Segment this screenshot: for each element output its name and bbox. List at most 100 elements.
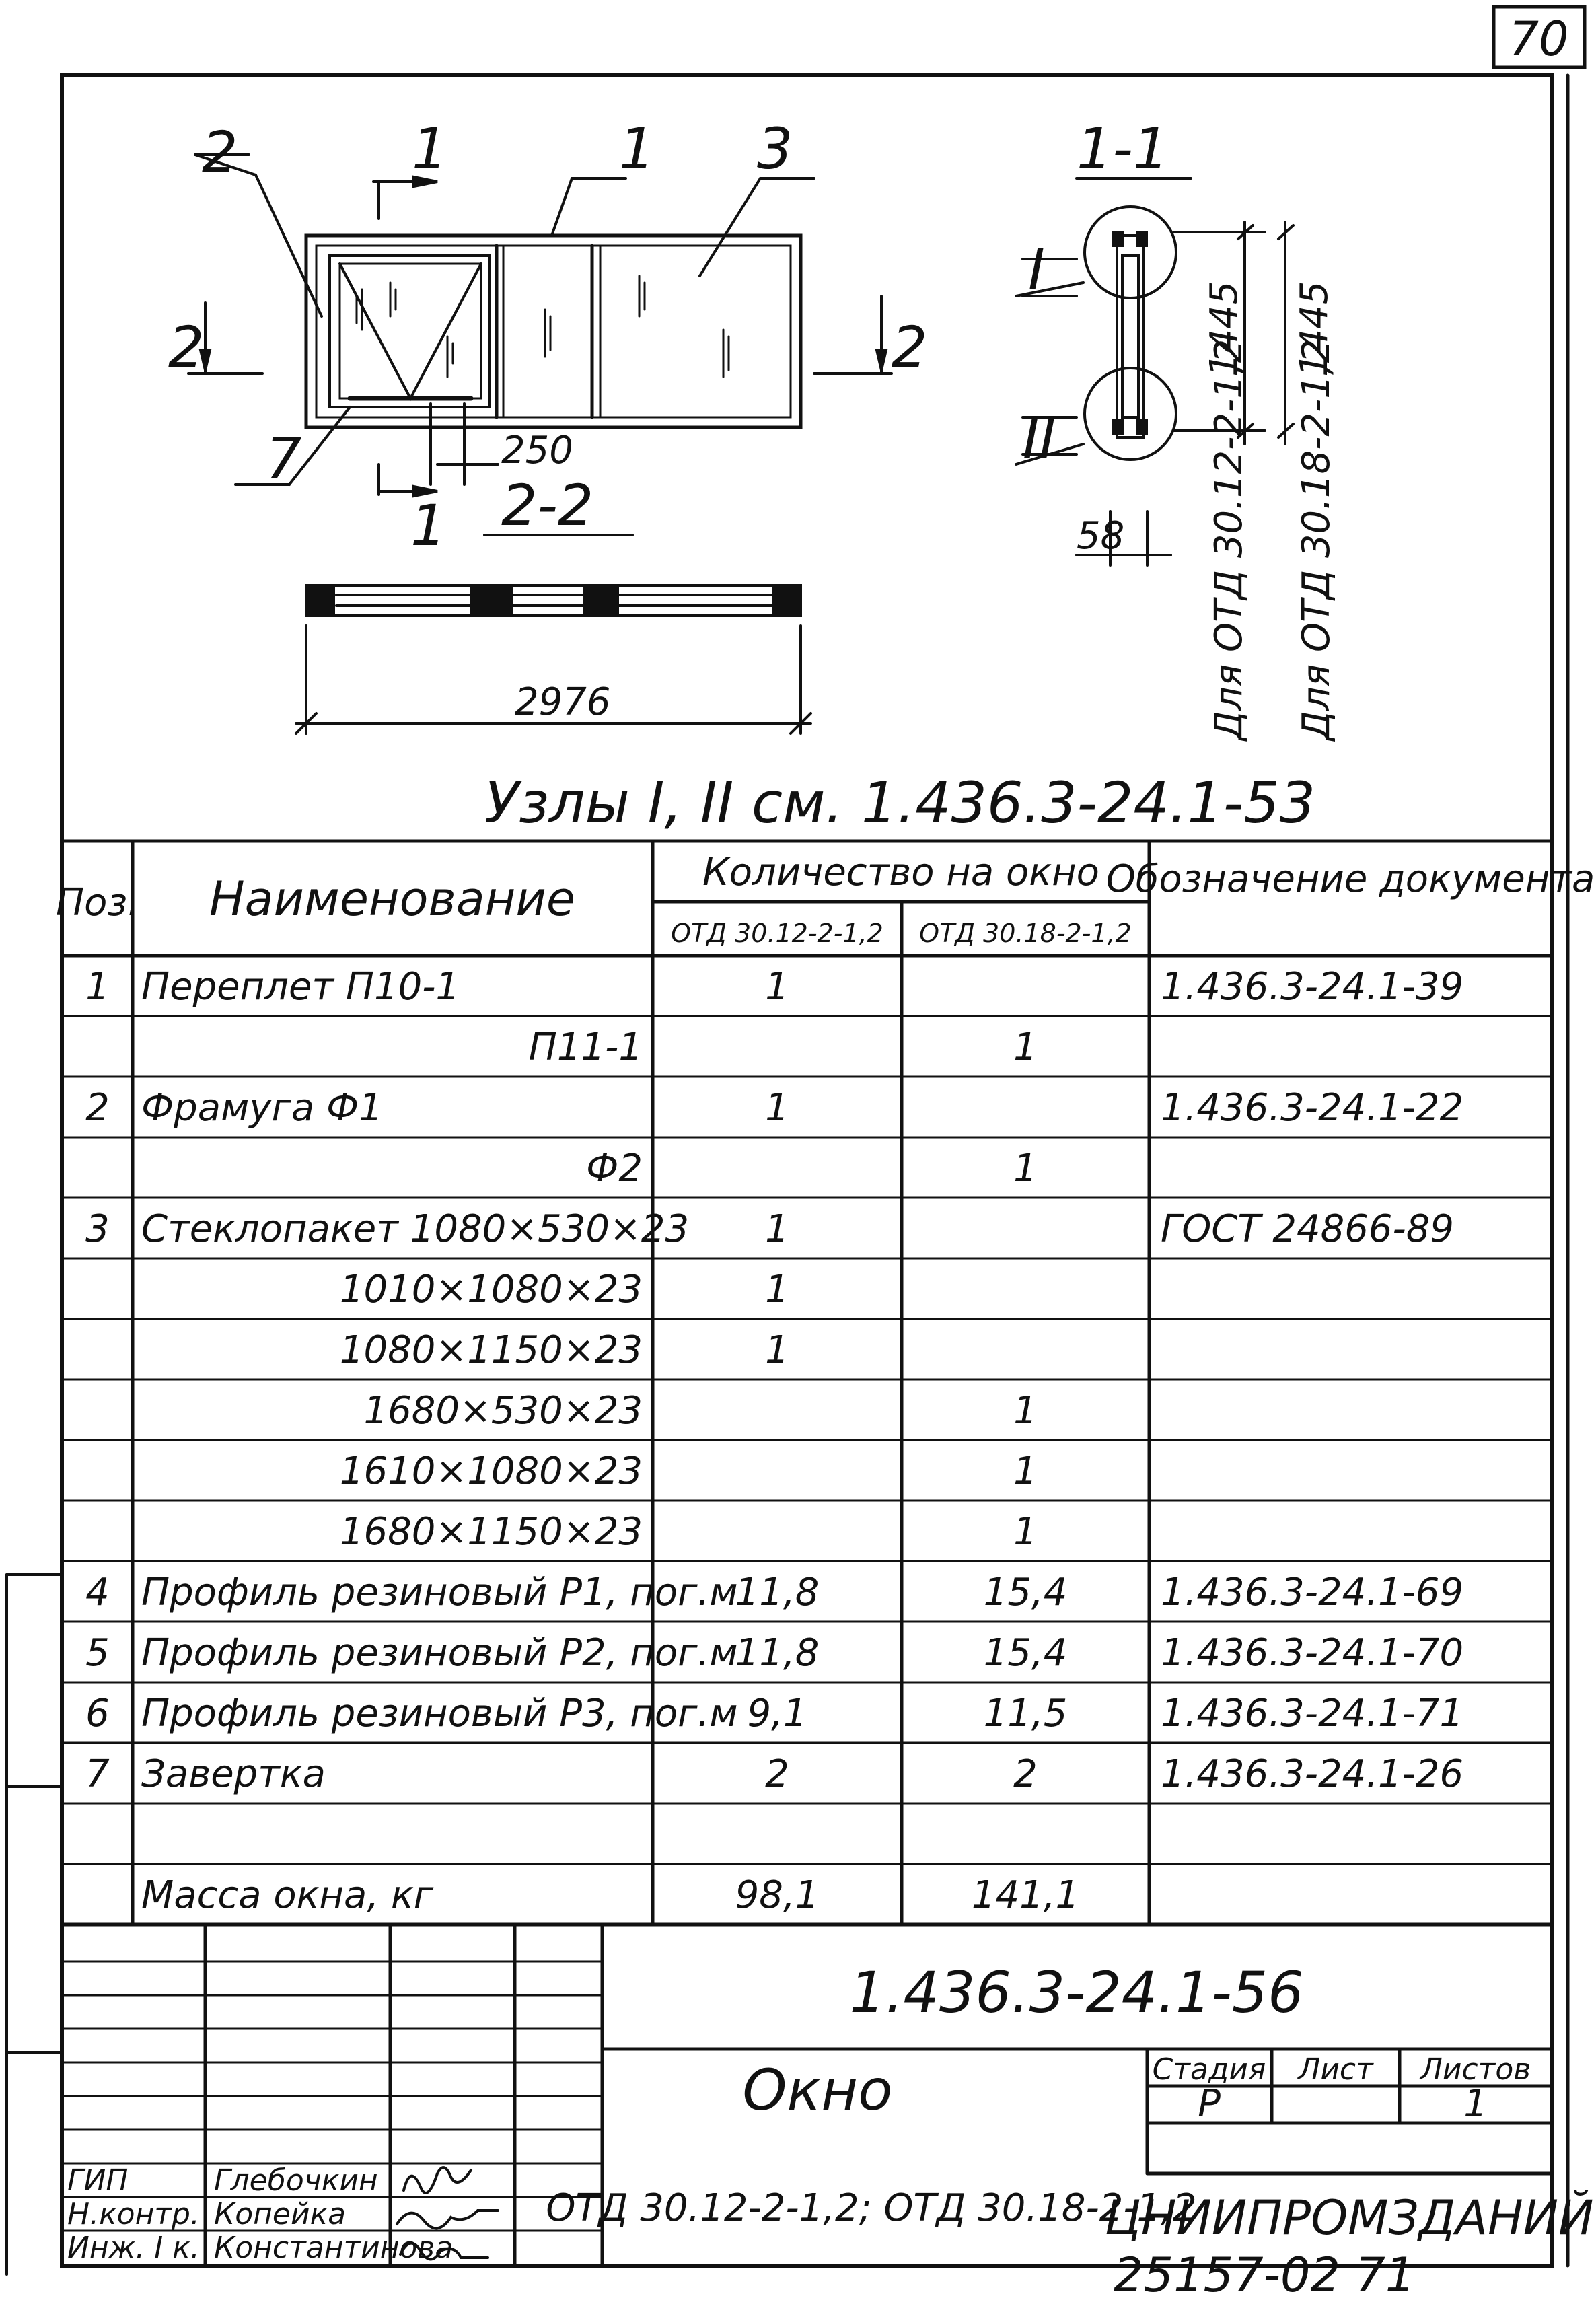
signer-role-1: ГИП [67,2163,129,2198]
table-cell-doc: 1.436.3-24.1-26 [1161,1752,1463,1796]
designation: 1.436.3-24.1-56 [849,1960,1303,2025]
table-cell-name: Стеклопакет 1080×530×23 [141,1207,689,1251]
title-block-signature-rows [61,1960,604,2232]
table-cell-doc: 1.436.3-24.1-70 [1161,1631,1463,1675]
document-subtitle: ОТД 30.12-2-1,2; ОТД 30.18-2-1,2 [546,2186,1196,2230]
table-cell-b: 15,4 [984,1631,1068,1675]
table-cell-a: 1 [765,1328,789,1372]
callout-3: 3 [757,116,793,182]
table-cell-name: 1680×1150×23 [340,1510,643,1554]
signer-name-1: Глебочкин [214,2163,378,2198]
spec-table-grid [60,839,1554,1927]
node-II-label: II [1023,405,1056,471]
sheet-label: Лист [1297,2052,1374,2087]
table-cell-pos: 4 [85,1571,110,1614]
table-cell-a: 11,8 [735,1571,820,1614]
table-cell-a: 1 [765,1086,789,1130]
table-cell-b: 1 [1013,1389,1038,1433]
table-cell-doc: 1.436.3-24.1-71 [1161,1692,1463,1735]
spec-table-row-lines [61,1015,1554,1865]
table-cell-pos: 3 [85,1207,110,1251]
callout-7: 7 [266,425,301,491]
sheets-label: Листов [1419,2052,1531,2087]
table-cell-name: Завертка [141,1752,326,1796]
table-cell-b: 141,1 [972,1873,1079,1917]
table-cell-name: Профиль резиновый Р2, пог.м [141,1631,738,1675]
table-cell-a: 9,1 [747,1692,807,1735]
table-cell-doc: 1.436.3-24.1-22 [1161,1086,1463,1130]
label-for-otd-30-18: Для ОТД 30.18-2-1,2 [1295,339,1338,742]
header-name: Наименование [209,871,575,927]
table-cell-name: Ф2 [586,1147,643,1190]
header-doc: Обозначение документа [1106,857,1595,901]
table-cell-b: 1 [1013,1147,1038,1190]
signature-marks [396,2166,499,2261]
table-cell-name: 1680×530×23 [363,1389,643,1433]
table-cell-a: 1 [765,1268,789,1311]
footer-code: 25157-02 71 [1114,2248,1415,2300]
callout-2: 2 [202,119,238,185]
section-mark-right: 2 [892,314,927,380]
dim-1445-b: 1445 [1293,281,1336,377]
main-frame [60,73,1554,2268]
section-1-1-label: 1-1 [1077,116,1169,182]
table-cell-pos: 2 [85,1086,110,1130]
node-I-label: I [1028,237,1045,303]
sheet-number: 70 [1509,11,1568,67]
section-1-1-profile [1015,177,1295,567]
window-elevation [304,233,803,429]
callout-1-section-bottom: 1 [410,493,446,559]
table-cell-name: Переплет П10-1 [141,965,460,1009]
table-cell-pos: 1 [85,965,110,1009]
nodes-reference-note: Узлы I, II см. 1.436.3-24.1-53 [484,770,1315,836]
header-qty: Количество на окно [702,851,1099,894]
table-cell-name: Профиль резиновый Р1, пог.м [141,1571,738,1614]
header-pos: Поз. [56,881,139,925]
table-cell-doc: ГОСТ 24866-89 [1161,1207,1454,1251]
stage-label: Стадия [1153,2052,1266,2087]
table-cell-name: Масса окна, кг [141,1873,434,1917]
table-cell-name: П11-1 [529,1026,643,1069]
table-cell-a: 2 [765,1752,789,1796]
signer-role-2: Н.контр. [67,2197,200,2231]
table-cell-b: 2 [1013,1752,1038,1796]
table-cell-pos: 5 [85,1631,110,1675]
table-cell-b: 1 [1013,1449,1038,1493]
signer-role-3: Инж. I к. [67,2231,200,2265]
signer-name-2: Копейка [214,2197,346,2231]
sheet-number-box [1492,5,1587,69]
section-2-2-profile [295,584,812,735]
signer-name-3: Константинова [214,2231,453,2265]
table-cell-a: 11,8 [735,1631,820,1675]
elevation-callouts [187,153,893,536]
callout-1: 1 [619,116,655,182]
callout-1-section-top: 1 [412,116,447,182]
header-qty-otd-30-18: ОТД 30.18-2-1,2 [919,919,1132,948]
sheets-value: 1 [1463,2082,1488,2126]
table-cell-b: 15,4 [984,1571,1068,1614]
table-cell-b: 1 [1013,1510,1038,1554]
table-cell-name: Профиль резиновый Р3, пог.м [141,1692,738,1735]
table-cell-a: 98,1 [735,1873,820,1917]
table-cell-pos: 7 [85,1752,110,1796]
dim-250: 250 [501,429,573,472]
table-cell-name: 1610×1080×23 [340,1449,643,1493]
table-cell-doc: 1.436.3-24.1-69 [1161,1571,1463,1614]
section-mark-left: 2 [168,314,204,380]
label-for-otd-30-12: Для ОТД 30.12-2-1,2 [1207,339,1251,742]
table-cell-pos: 6 [85,1692,110,1735]
table-cell-name: Фрамуга Ф1 [141,1086,383,1130]
table-cell-name: 1010×1080×23 [340,1268,643,1311]
header-qty-otd-30-12: ОТД 30.12-2-1,2 [671,919,883,948]
document-title: Окно [742,2057,892,2123]
table-cell-a: 1 [765,1207,789,1251]
table-cell-doc: 1.436.3-24.1-39 [1161,965,1463,1009]
table-cell-b: 1 [1013,1026,1038,1069]
section-2-2-label: 2-2 [501,472,593,538]
table-cell-name: 1080×1150×23 [340,1328,643,1372]
stage-value: Р [1198,2082,1221,2126]
dim-2976: 2976 [515,680,611,724]
